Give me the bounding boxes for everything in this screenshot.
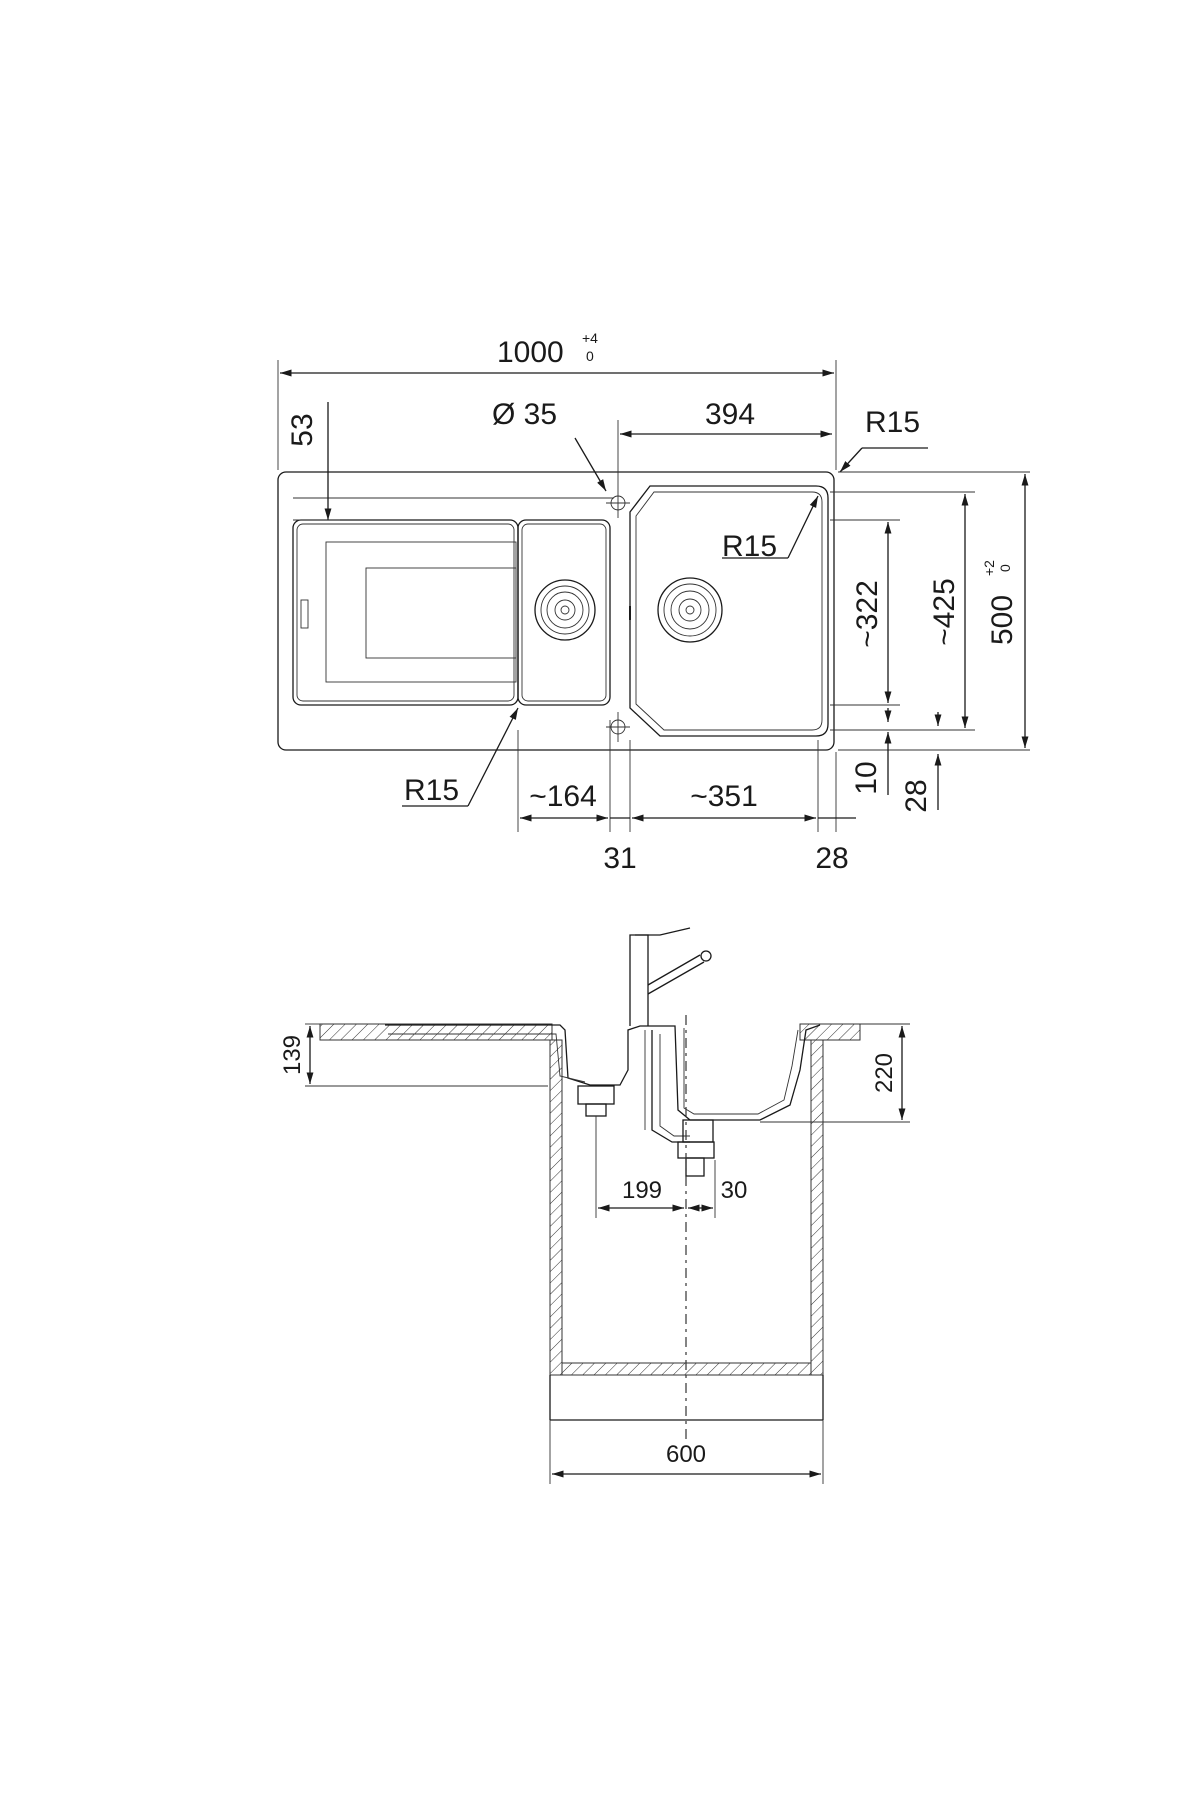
dim-depth-tol-lower: 0 [997, 564, 1013, 572]
dim-tap-hole: Ø 35 [492, 398, 557, 431]
dim-bottom-edge-2: 28 [900, 779, 933, 812]
dim-bowl-depth-section: 220 [871, 1053, 898, 1093]
tap-icon [629, 927, 712, 1026]
small-waste-icon [577, 1085, 615, 1105]
dim-drainer-depth: 139 [279, 1035, 306, 1075]
large-bowl-drain-icon [657, 577, 723, 643]
sink-profile [385, 1024, 821, 1121]
worktop-right [799, 1023, 861, 1041]
dim-depth: 500 [986, 595, 1019, 645]
dim-bowl-depth: ~322 [851, 580, 884, 648]
dim-top-offset: 53 [286, 413, 319, 446]
plan-view: 1000 +4 0 53 Ø 35 394 R15 R15 ~322 ~425 [277, 330, 1030, 875]
dim-edge: 28 [815, 842, 848, 875]
dim-waste-offset: 199 [622, 1177, 662, 1204]
section-view: 139 220 199 30 600 [279, 927, 910, 1484]
dim-bottom-edge-1: 10 [850, 761, 883, 794]
cabinet-right-wall [810, 1039, 824, 1376]
dim-width: 1000 [497, 336, 564, 369]
dim-radius-bowl: R15 [722, 530, 777, 563]
sink-outline [277, 471, 835, 751]
dim-radius-small: R15 [404, 774, 459, 807]
dim-inner-depth: ~425 [928, 578, 961, 646]
dim-small-bowl-width: ~164 [529, 780, 597, 813]
dim-width-tol-lower: 0 [586, 348, 594, 364]
dim-waste-gap: 30 [721, 1177, 748, 1204]
dim-bowl-width: 394 [705, 398, 755, 431]
large-bowl [629, 485, 829, 737]
dim-cabinet-width: 600 [666, 1441, 706, 1468]
dim-gap: 31 [603, 842, 636, 875]
small-bowl-drain-icon [534, 579, 596, 641]
dim-large-bowl-width: ~351 [690, 780, 758, 813]
trap-icon [644, 1030, 715, 1177]
drainer [292, 497, 614, 706]
tap-hole-icon [606, 488, 630, 518]
small-bowl [517, 519, 611, 706]
worktop-left [319, 1023, 553, 1041]
dim-depth-tol-upper: +2 [981, 560, 997, 576]
dim-width-tol-upper: +4 [582, 330, 598, 346]
cabinet-left-wall [549, 1039, 563, 1376]
dim-radius-corner: R15 [865, 406, 920, 439]
